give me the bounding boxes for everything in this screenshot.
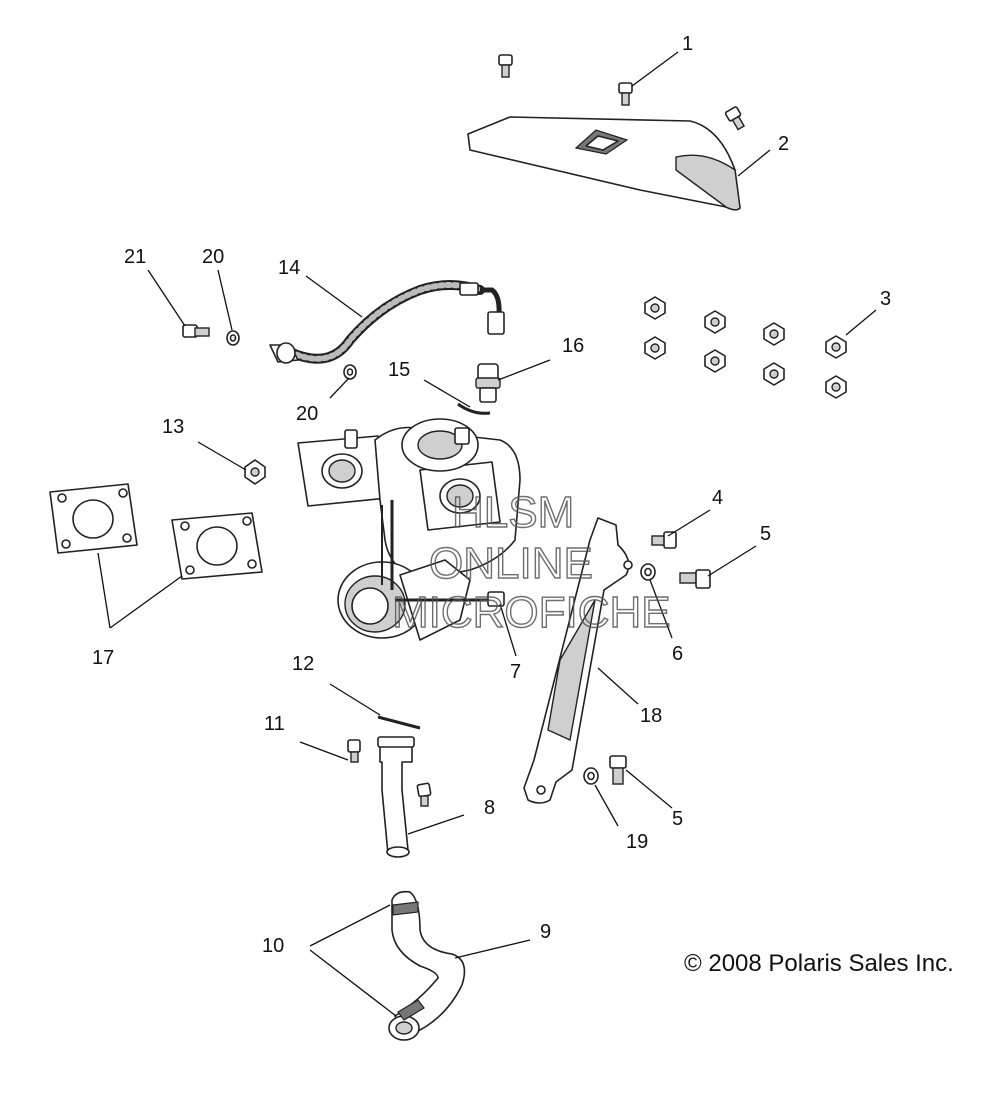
gasket-17b [171, 512, 263, 580]
callout-20-bottom: 20 [296, 403, 318, 425]
callout-8: 8 [484, 797, 495, 819]
nut-3 [704, 349, 726, 373]
leader-lines [97, 51, 877, 1017]
gasket-17a [49, 483, 138, 554]
watermark: HLSM ONLINE MICROFICHE [391, 487, 671, 637]
part-1-screws [498, 54, 746, 131]
callout-17: 17 [92, 647, 114, 669]
nut-3 [644, 336, 666, 360]
callout-18: 18 [640, 705, 662, 727]
screw-1a [498, 54, 513, 78]
callout-10: 10 [262, 935, 284, 957]
part-7-turbocharger [297, 418, 521, 641]
part-17-gaskets [49, 483, 263, 580]
callout-21: 21 [124, 246, 146, 268]
watermark-line1: HLSM [452, 488, 574, 537]
part-6-washer [640, 563, 656, 581]
callout-6: 6 [672, 643, 683, 665]
part-16-fitting [475, 363, 501, 403]
copyright-notice: © 2008 Polaris Sales Inc. [684, 950, 954, 977]
callout-2: 2 [778, 133, 789, 155]
callout-9: 9 [540, 921, 551, 943]
callout-1: 1 [682, 33, 693, 55]
part-9-hose [388, 890, 466, 1041]
nut-3 [704, 310, 726, 334]
part-19-washer [583, 767, 599, 785]
part-11-bolts [347, 739, 432, 807]
callout-7: 7 [510, 661, 521, 683]
callout-11: 11 [264, 713, 285, 735]
callout-5-lower: 5 [672, 808, 683, 830]
watermark-line2: ONLINE [429, 539, 593, 588]
part-3-nuts [644, 296, 847, 399]
callout-labels: 1 2 3 21 20 14 16 15 20 13 4 5 6 7 17 18… [92, 33, 891, 957]
nut-3 [763, 322, 785, 346]
part-18-bracket [523, 517, 633, 804]
nut-3 [644, 296, 666, 320]
watermark-line3: MICROFICHE [392, 588, 671, 637]
callout-13: 13 [162, 416, 184, 438]
nut-3 [825, 375, 847, 399]
callout-4: 4 [712, 487, 723, 509]
part-8-pipe [377, 736, 415, 858]
part-10-clamps [392, 901, 425, 1021]
callout-3: 3 [880, 288, 891, 310]
callout-12: 12 [292, 653, 314, 675]
part-13-nut [244, 459, 266, 485]
part-14-oil-line [269, 280, 505, 364]
callout-14: 14 [278, 257, 300, 279]
part-5-bolt-lower [609, 755, 627, 785]
callout-19: 19 [626, 831, 648, 853]
part-5-bolt-upper [679, 569, 711, 589]
part-21-banjo-bolt [182, 324, 210, 338]
callout-20-top: 20 [202, 246, 224, 268]
part-4-bolt [651, 531, 677, 549]
callout-15: 15 [388, 359, 410, 381]
nut-3 [825, 335, 847, 359]
callout-5-upper: 5 [760, 523, 771, 545]
screw-1b [618, 82, 633, 106]
part-20-washers [226, 330, 357, 380]
part-15-clip [457, 402, 491, 415]
nut-3 [763, 362, 785, 386]
part-2-heat-shield [467, 116, 741, 211]
screw-1c [724, 106, 746, 131]
callout-16: 16 [562, 335, 584, 357]
part-12-gasket [377, 715, 421, 730]
